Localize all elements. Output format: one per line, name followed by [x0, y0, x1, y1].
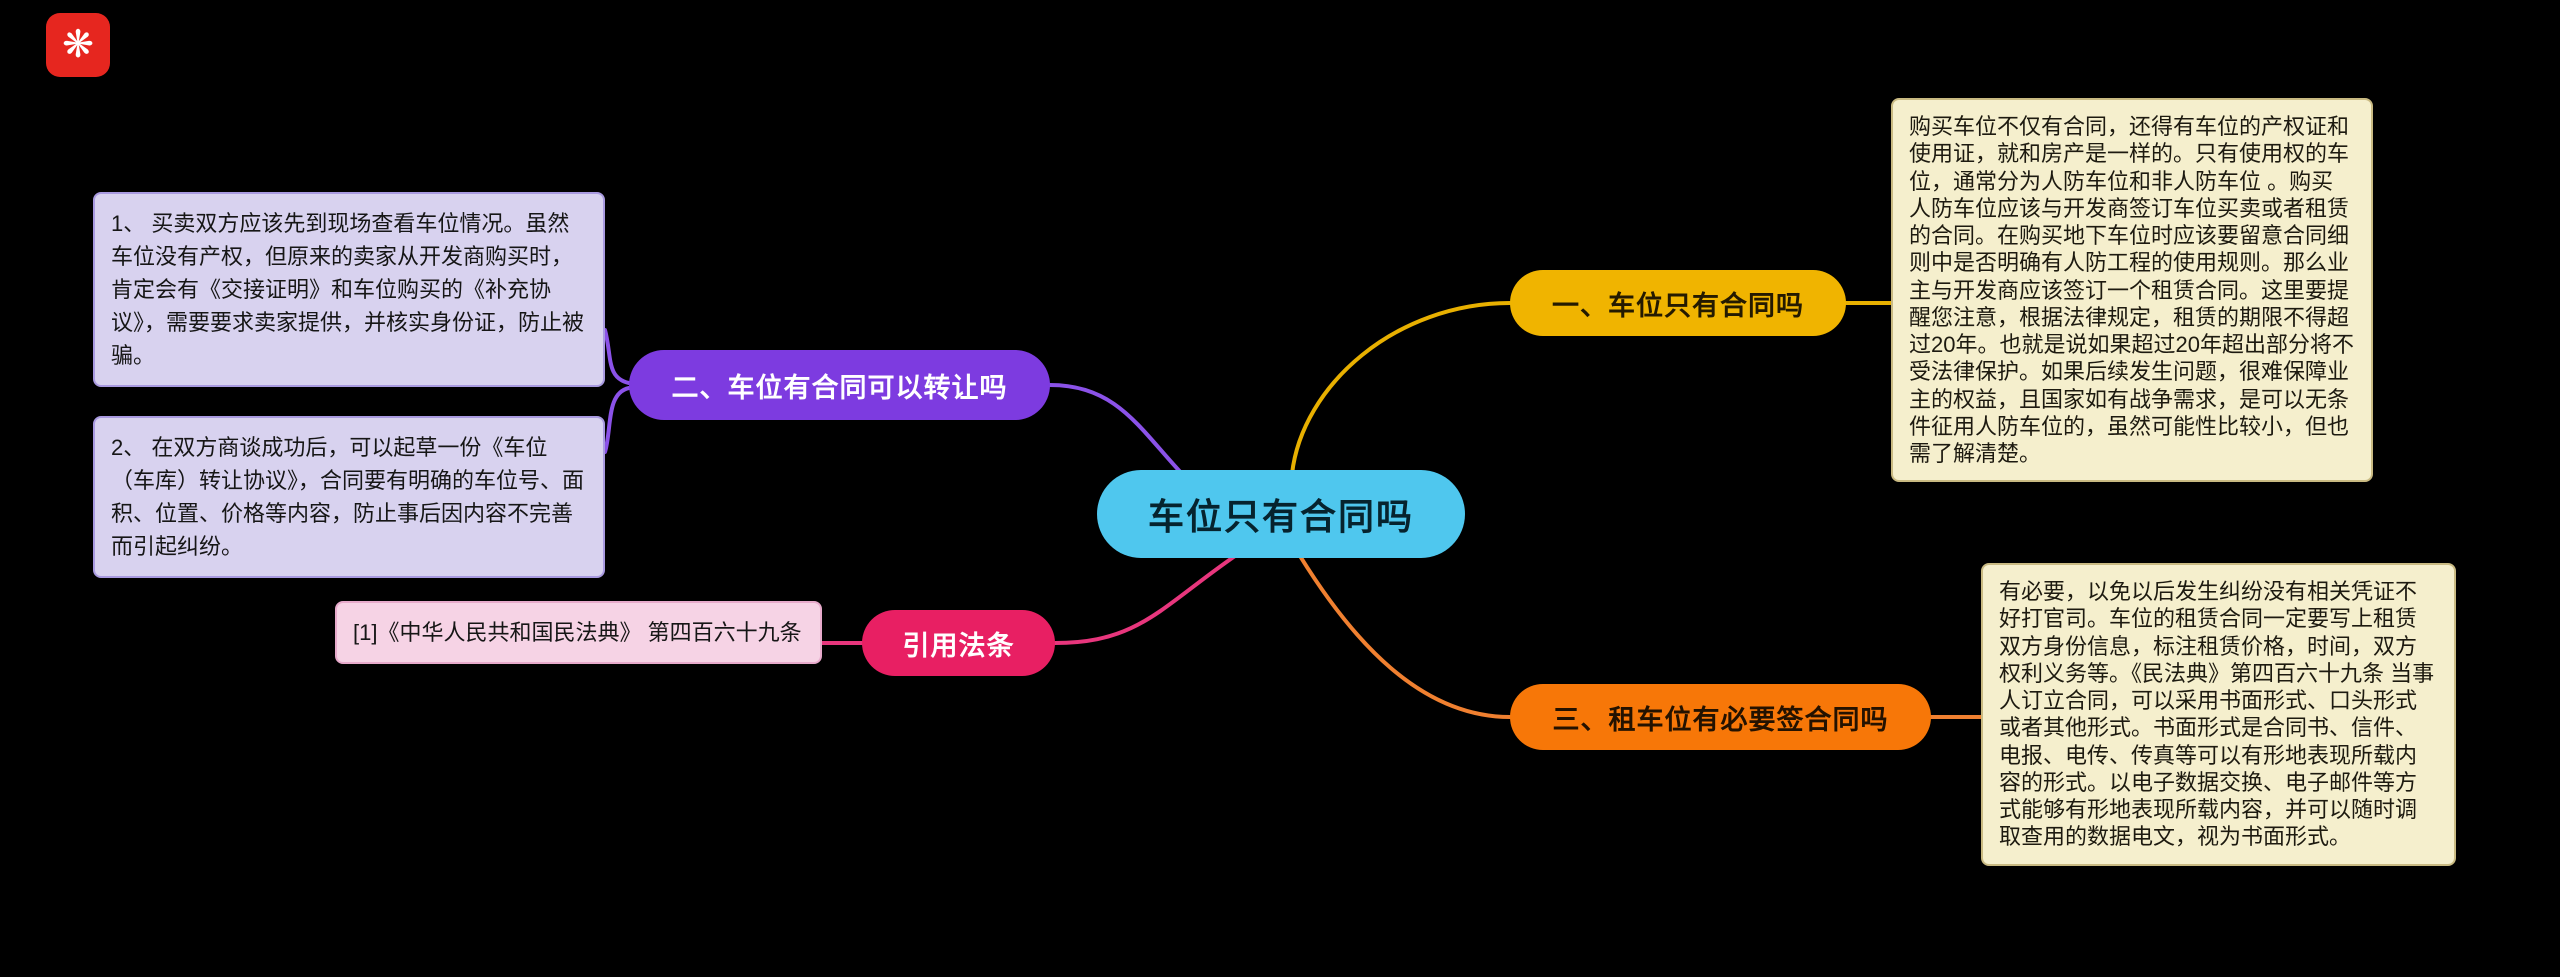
branch-one-node[interactable]: 一、车位只有合同吗	[1510, 270, 1846, 336]
branch-two-node[interactable]: 二、车位有合同可以转让吗	[629, 350, 1050, 420]
branch-one-label: 一、车位只有合同吗	[1552, 290, 1804, 321]
brand-logo-icon: ❋	[62, 24, 94, 66]
connector-center-to-branch-one	[1290, 301, 1512, 476]
connector-center-to-branch-three	[1298, 554, 1512, 719]
connector-branch-two-to-note2	[603, 386, 631, 454]
branch-two-note-1[interactable]: 1、 买卖双方应该先到现场查看车位情况。虽然车位没有产权，但原来的卖家从开发商购…	[93, 192, 605, 387]
connector-branch-two-to-note1	[603, 328, 631, 385]
connector-center-to-law	[1053, 554, 1237, 645]
branch-two-note-2[interactable]: 2、 在双方商谈成功后，可以起草一份《车位（车库）转让协议》，合同要有明确的车位…	[93, 416, 605, 578]
law-branch-node[interactable]: 引用法条	[862, 610, 1055, 676]
branch-three-node[interactable]: 三、租车位有必要签合同吗	[1510, 684, 1931, 750]
branch-one-note[interactable]: 购买车位不仅有合同，还得有车位的产权证和使用证，就和房产是一样的。只有使用权的车…	[1891, 98, 2373, 483]
branch-two-label: 二、车位有合同可以转让吗	[671, 372, 1008, 403]
central-topic-label: 车位只有合同吗	[1147, 496, 1414, 537]
branch-three-label: 三、租车位有必要签合同吗	[1552, 704, 1889, 735]
central-topic-node[interactable]: 车位只有合同吗	[1097, 470, 1465, 558]
law-branch-label: 引用法条	[902, 630, 1015, 661]
connector-center-to-branch-two	[1048, 383, 1187, 479]
branch-three-note[interactable]: 有必要，以免以后发生纠纷没有相关凭证不好打官司。车位的租赁合同一定要写上租赁双方…	[1981, 563, 2456, 866]
law-citation-note[interactable]: [1]《中华人民共和国民法典》 第四百六十九条	[335, 601, 822, 664]
brand-logo: ❋	[46, 13, 110, 77]
